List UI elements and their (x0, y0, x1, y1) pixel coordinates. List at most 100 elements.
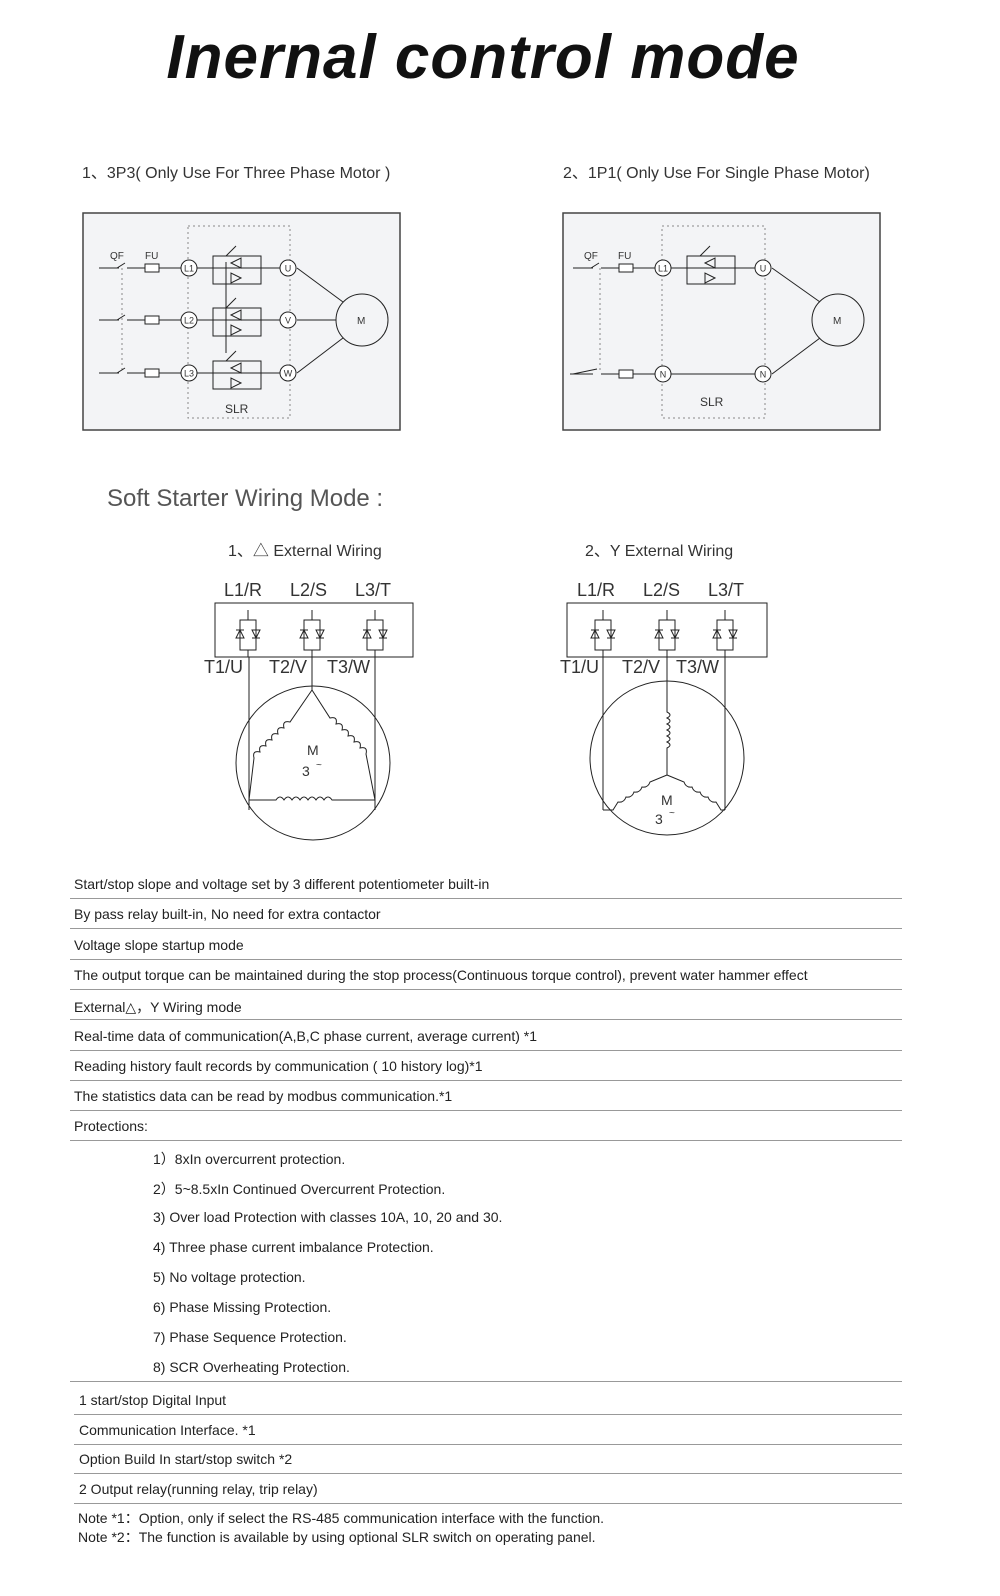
terminal-label: T3/W (327, 657, 370, 677)
circuit-line (570, 368, 755, 379)
feature-item: 7) Phase Sequence Protection. (153, 1329, 347, 1345)
circuit-line (99, 245, 280, 285)
fuse-symbol (618, 263, 634, 273)
terminal-label: T1/U (560, 657, 599, 677)
slr-label: SLR (700, 395, 724, 409)
diagram-1-caption: 1、3P3( Only Use For Three Phase Motor ) (82, 165, 391, 182)
circuit-diagrams: L1 U L2 V L3 W L1 U N N (82, 212, 881, 841)
feature-item: Option Build In start/stop switch *2 (79, 1451, 293, 1467)
scr-pair-symbol (654, 610, 680, 657)
divider (70, 928, 902, 930)
divider (70, 1381, 902, 1382)
qf-label: QF (584, 251, 598, 262)
feature-item: 5) No voltage protection. (153, 1269, 306, 1285)
scr-pair-symbol (299, 610, 325, 657)
motor-label: M (661, 792, 673, 808)
feature-item: 8) SCR Overheating Protection. (153, 1359, 350, 1375)
delta-wiring-diagram (214, 602, 414, 841)
output-terminal: N (760, 370, 767, 380)
divider (70, 988, 902, 990)
feature-item: Reading history fault records by communi… (74, 1057, 483, 1074)
wye-wiring-diagram (566, 602, 768, 836)
motor-label: M (307, 742, 319, 758)
input-terminal: L1 (658, 264, 668, 274)
output-terminal: W (284, 369, 293, 379)
phase-label: 3 (302, 763, 310, 779)
input-terminal: L1 (184, 264, 194, 274)
terminal-label: L3/T (355, 580, 391, 600)
feature-item: 3) Over load Protection with classes 10A… (153, 1209, 503, 1225)
input-terminal: L3 (184, 369, 194, 379)
feature-item: Note *2：The function is available by usi… (78, 1529, 596, 1545)
diagram-2-caption: 2、1P1( Only Use For Single Phase Motor) (563, 165, 870, 182)
fu-label: FU (618, 251, 631, 262)
motor-symbol (811, 293, 865, 347)
feature-item: By pass relay built-in, No need for extr… (74, 906, 381, 923)
terminal-label: L1/R (224, 580, 262, 600)
divider (70, 1140, 902, 1142)
feature-item: Start/stop slope and voltage set by 3 di… (74, 876, 490, 892)
divider (70, 1110, 902, 1112)
divider (70, 1019, 902, 1021)
output-terminal: U (760, 264, 767, 274)
terminal-label: T2/V (622, 657, 660, 677)
circuit-line (99, 350, 280, 390)
terminal-label: L2/S (643, 580, 680, 600)
fuse-symbol (144, 368, 160, 378)
feature-item: Note *1：Option, only if select the RS-48… (78, 1510, 605, 1526)
scr-pair-symbol (590, 610, 616, 657)
feature-item: 2 Output relay(running relay, trip relay… (79, 1480, 318, 1497)
divider (74, 1473, 902, 1474)
fuse-symbol (144, 263, 160, 273)
terminal-label: L3/T (708, 580, 744, 600)
terminal-label: T2/V (269, 657, 307, 677)
divider (74, 1502, 902, 1504)
divider (70, 898, 902, 899)
feature-item: 2）5~8.5xIn Continued Overcurrent Protect… (153, 1181, 446, 1197)
terminal-label: L2/S (290, 580, 327, 600)
qf-label: QF (110, 251, 124, 262)
ac-symbol: ~ (316, 760, 322, 771)
divider (74, 1414, 902, 1415)
scr-pair-symbol (362, 610, 388, 657)
terminal-label: L1/R (577, 580, 615, 600)
single-phase-circuit: L1 U N N (562, 212, 881, 431)
divider (74, 1443, 902, 1445)
feature-item: Real-time data of communication(A,B,C ph… (74, 1027, 537, 1044)
fuse-symbol (618, 369, 634, 379)
output-terminal: V (285, 316, 291, 326)
ac-symbol: ~ (669, 808, 675, 819)
page-title: Inernal control mode (166, 23, 800, 92)
feature-item: The statistics data can be read by modbu… (74, 1088, 453, 1105)
fu-label: FU (145, 251, 158, 262)
three-phase-circuit: L1 U L2 V L3 W (82, 212, 401, 431)
delta-caption: 1、△ External Wiring (228, 543, 382, 560)
output-terminal: U (285, 264, 292, 274)
terminal-label: T3/W (676, 657, 719, 677)
feature-item: 1）8xIn overcurrent protection. (153, 1151, 346, 1167)
input-terminal: N (660, 370, 667, 380)
circuit-line (99, 297, 280, 337)
feature-item: 4) Three phase current imbalance Protect… (153, 1239, 434, 1255)
slr-label: SLR (225, 402, 249, 416)
divider (70, 1049, 902, 1051)
circuit-line (573, 245, 755, 285)
phase-label: 3 (655, 811, 663, 827)
motor-label: M (357, 316, 365, 327)
feature-item: Protections: (74, 1118, 148, 1135)
feature-item: Voltage slope startup mode (74, 936, 244, 953)
motor-label: M (833, 316, 841, 327)
feature-item: 1 start/stop Digital Input (79, 1392, 227, 1408)
feature-item: Communication Interface. *1 (79, 1421, 256, 1438)
feature-item: External△，Y Wiring mode (74, 999, 242, 1016)
terminal-label: T1/U (204, 657, 243, 677)
feature-item: The output torque can be maintained duri… (74, 966, 808, 983)
fuse-symbol (144, 315, 160, 325)
divider (70, 958, 902, 960)
wye-caption: 2、Y External Wiring (585, 543, 734, 560)
input-terminal: L2 (184, 316, 194, 326)
feature-item: 6) Phase Missing Protection. (153, 1299, 332, 1315)
scr-pair-symbol (235, 610, 261, 657)
wiring-heading: Soft Starter Wiring Mode : (107, 485, 384, 512)
